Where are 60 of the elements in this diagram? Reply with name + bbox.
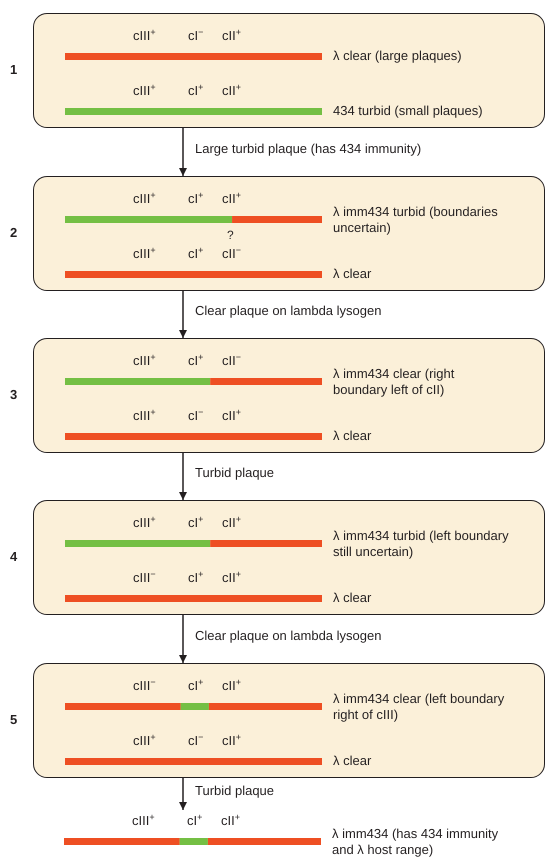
- gene-label: cI$^{−}$: [188, 408, 204, 423]
- step-number: 5: [10, 712, 18, 726]
- gene-label: cI$^{+}$: [188, 83, 204, 98]
- gene-label: cI$^{−}$: [188, 28, 204, 43]
- gene-label: cIII$^{+}$: [133, 246, 156, 261]
- gene-label: cI$^{+}$: [188, 246, 204, 261]
- strain-label: λ imm434 turbid (left boundary still uncertain): [333, 528, 510, 560]
- gene-label: cII$^{+}$: [222, 570, 241, 585]
- gene-label: cIII$^{+}$: [132, 813, 155, 828]
- strain-label: λ imm434 turbid (boundaries uncertain): [333, 204, 499, 236]
- arrow: [179, 291, 187, 338]
- gene-label: cII$^{+}$: [222, 678, 241, 693]
- arrow: [179, 615, 187, 663]
- uncertainty-mark: ?: [227, 228, 234, 242]
- gene-label: cIII$^{+}$: [133, 515, 156, 530]
- strain-label: 434 turbid (small plaques): [333, 103, 484, 119]
- strain-label: λ clear: [333, 428, 372, 444]
- edge-label: Turbid plaque: [195, 782, 274, 798]
- edge-label: Clear plaque on lambda lysogen: [195, 628, 382, 642]
- gene-label: cII$^{+}$: [222, 28, 241, 43]
- gene-label: cI$^{−}$: [188, 733, 204, 748]
- gene-label: cI$^{+}$: [188, 515, 204, 530]
- gene-label: cIII$^{+}$: [133, 83, 156, 98]
- gene-label: cI$^{+}$: [188, 191, 204, 206]
- gene-label: cII$^{+}$: [222, 733, 241, 748]
- strain-label: λ clear (large plaques): [333, 48, 463, 64]
- gene-label: cIII$^{−}$: [133, 678, 156, 693]
- gene-label: cII$^{+}$: [222, 408, 241, 423]
- strain-label: λ clear: [333, 590, 372, 606]
- strain-label: λ clear: [333, 266, 372, 282]
- strain-label: λ imm434 clear (left boundary right of cIII): [333, 691, 506, 723]
- gene-label: cIII$^{+}$: [133, 733, 156, 748]
- edge-label: Large turbid plaque (has 434 immunity): [195, 140, 422, 156]
- gene-label: cII$^{+}$: [221, 813, 240, 828]
- strain-label: λ imm434 clear (right boundary left of cII): [333, 366, 456, 398]
- arrow: [179, 128, 187, 176]
- arrow: [179, 778, 187, 810]
- gene-label: cI$^{+}$: [188, 570, 204, 585]
- gene-label: cII$^{+}$: [222, 83, 241, 98]
- gene-label: cII$^{−}$: [222, 246, 241, 261]
- step-number: 3: [10, 386, 18, 402]
- step-number: 2: [10, 224, 18, 240]
- step-number: 1: [10, 62, 18, 76]
- gene-label: cIII$^{−}$: [133, 570, 156, 585]
- gene-label: cI$^{+}$: [187, 813, 202, 828]
- edge-label: Clear plaque on lambda lysogen: [195, 303, 382, 318]
- gene-label: cIII$^{+}$: [133, 191, 156, 206]
- gene-label: cI$^{+}$: [188, 353, 204, 368]
- gene-label: cI$^{+}$: [188, 678, 204, 693]
- edge-label: Turbid plaque: [195, 465, 274, 480]
- arrow: [179, 453, 187, 500]
- gene-label: cII$^{−}$: [222, 353, 241, 368]
- gene-label: cIII$^{+}$: [133, 408, 156, 423]
- gene-label: cIII$^{+}$: [133, 353, 156, 368]
- strain-label: λ clear: [333, 753, 372, 769]
- gene-label: cII$^{+}$: [222, 191, 241, 206]
- gene-label: cII$^{+}$: [222, 515, 241, 530]
- step-number: 4: [10, 548, 18, 564]
- gene-label: cIII$^{+}$: [133, 28, 156, 43]
- strain-label: λ imm434 (has 434 immunity and λ host range): [332, 826, 500, 858]
